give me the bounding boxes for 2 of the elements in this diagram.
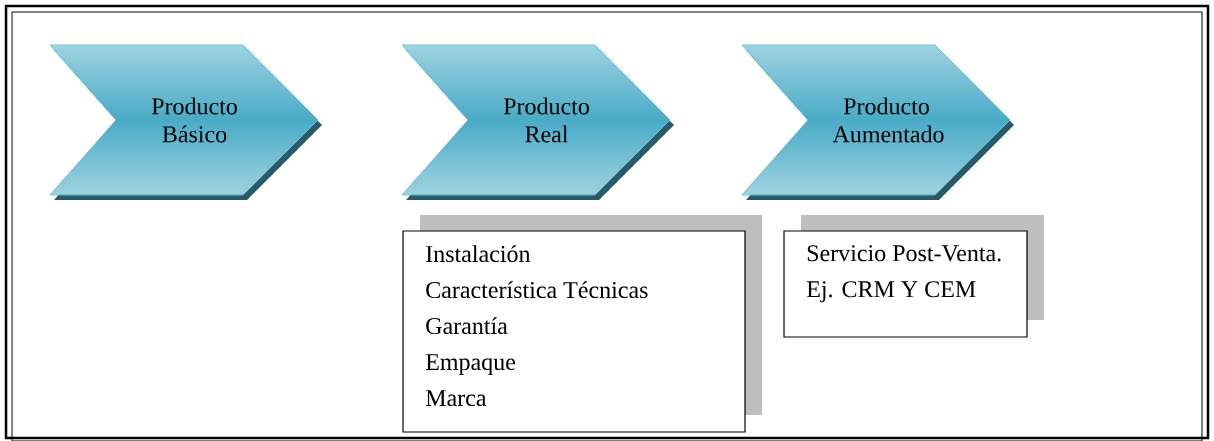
text-box: Instalación Característica Técnicas Garantía Empaque Marca	[402, 215, 762, 433]
text-box: Servicio Post-Venta. Ej. CRM Y CEM	[783, 215, 1044, 338]
